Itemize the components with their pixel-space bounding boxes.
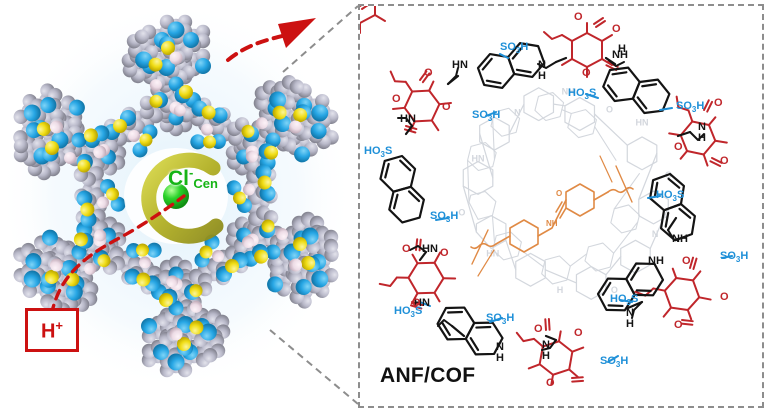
so3h-label: SO3H [600, 355, 628, 369]
nh-label: NH [612, 49, 628, 61]
ho3s-label: HO3S [394, 305, 422, 319]
central-pore [124, 148, 228, 244]
o-label: O [720, 155, 729, 167]
hn-label: HN [400, 113, 416, 125]
svg-text:O: O [611, 285, 618, 295]
aramid-nanofiber-chain: NH O [470, 155, 634, 277]
svg-text:H: H [557, 285, 564, 295]
ho3s-label: HO3S [364, 145, 392, 159]
proton-callout-box: H+ [25, 308, 79, 352]
so3h-label: SO3H [500, 41, 528, 55]
n-label: N [626, 307, 634, 319]
chloride-ion [163, 183, 189, 209]
svg-text:O: O [606, 104, 613, 114]
o-label: O [392, 93, 401, 105]
cof-space-filling-model [0, 0, 352, 408]
so3h-label: SO3H [472, 109, 500, 123]
ho3s-label: HO3S [568, 87, 596, 101]
o-label: O [424, 67, 433, 79]
svg-text:HN: HN [486, 249, 499, 259]
o-label: O [440, 247, 449, 259]
background-layer: N NH O HN O HN H O N O HN [458, 86, 672, 300]
o-label: O [720, 291, 729, 303]
h-label: H [542, 350, 550, 362]
o-label: O [534, 323, 543, 335]
h-label: H [626, 318, 634, 330]
cof-model-panel: H+ Cl-Cen [0, 0, 352, 412]
svg-text:HN: HN [635, 117, 648, 127]
o-label: O [402, 243, 411, 255]
nh-label: N [538, 59, 546, 71]
ho3s-label: HO3S [656, 189, 684, 203]
oxygen-labels: O O O O O O O O O O O O O O O O O O [392, 11, 729, 389]
o-label: O [612, 23, 621, 35]
svg-text:NH: NH [562, 86, 575, 96]
biphenyl-linkers [379, 42, 696, 356]
proton-label: H+ [40, 317, 64, 343]
cof-framework [0, 0, 352, 408]
o-label: O [442, 101, 451, 113]
sulfur-atoms [0, 5, 352, 387]
svg-text:N: N [652, 229, 659, 239]
o-label: O [714, 97, 723, 109]
sulfonic-acid-labels: SO3H SO3H SO3H SO3H SO3H SO3H SO3H HO3S … [364, 41, 748, 369]
hn-label: HN [414, 297, 430, 309]
nh-label: NH [672, 233, 688, 245]
o-label: O [574, 327, 583, 339]
svg-text:O: O [556, 189, 562, 198]
anf-cof-structure-panel: N NH O HN O HN H O N O HN [358, 4, 764, 408]
chloride-center-label: Cl-Cen [168, 165, 218, 191]
hn-label: HN [422, 243, 438, 255]
nh-label: N [698, 121, 706, 133]
heteroatom-labels: N H NH H N H NH NH N H N H N H HN HN HN … [400, 43, 706, 364]
so3h-label: SO3H [720, 250, 748, 264]
nitrogen-atoms [0, 26, 352, 366]
carbonyl-groups [360, 6, 724, 388]
nh-label: NH [648, 255, 664, 267]
panel-caption: ANF/COF [380, 364, 476, 387]
o-label: O [574, 11, 583, 23]
o-label: O [546, 377, 555, 389]
h-label: H [698, 132, 706, 144]
so3h-label: SO3H [430, 210, 458, 224]
h-label: H [618, 43, 626, 55]
h-label: H [538, 70, 546, 82]
cof-chemical-structure: N NH O HN O HN H O N O HN [360, 6, 748, 390]
hn-label: HN [452, 59, 468, 71]
nh-label: N [496, 341, 504, 353]
ketoenamine-cores [360, 6, 736, 390]
sulfonate-bonds [419, 53, 733, 363]
svg-text:NH: NH [546, 219, 558, 228]
o-label: O [674, 141, 683, 153]
h-label: H [496, 352, 504, 364]
svg-text:HN: HN [471, 154, 484, 164]
svg-text:O: O [458, 208, 465, 218]
ho3s-label: HO3S [610, 293, 638, 307]
o-label: O [582, 67, 591, 79]
so3h-label: SO3H [676, 100, 704, 114]
o-label: O [674, 319, 683, 331]
proton-transport-path [47, 194, 186, 332]
so3h-label: SO3H [486, 312, 514, 326]
nh-label: N [542, 339, 550, 351]
o-label: O [682, 255, 691, 267]
enamine-links [397, 57, 705, 351]
svg-text:N: N [514, 108, 521, 118]
o-label: O [412, 297, 421, 309]
